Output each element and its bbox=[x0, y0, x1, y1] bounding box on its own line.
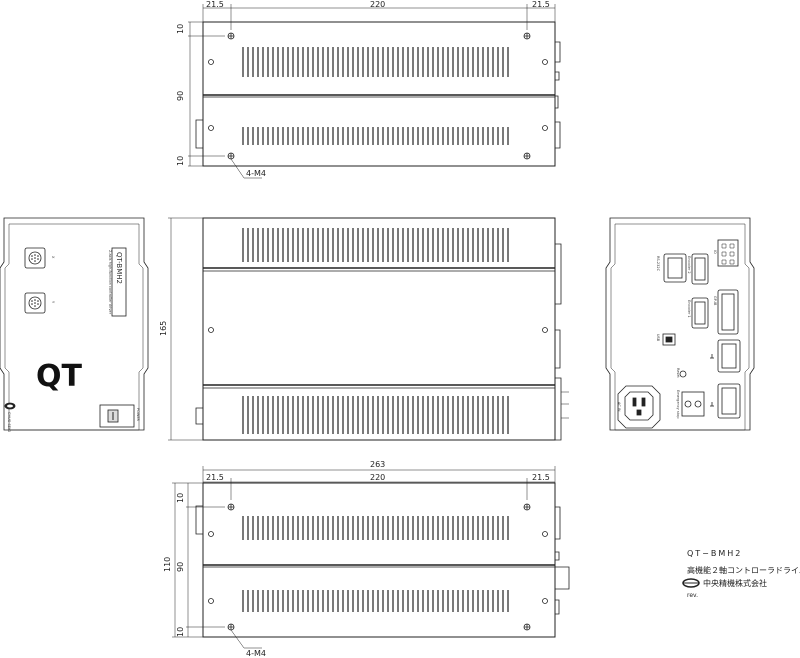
mounting-hole bbox=[523, 623, 531, 631]
top-vent-slots-lower bbox=[242, 127, 509, 145]
mounting-hole bbox=[227, 503, 235, 511]
reset-button bbox=[679, 370, 687, 378]
connector-pin bbox=[34, 254, 36, 256]
label-emergency-stop: Emergency stop bbox=[676, 390, 680, 419]
dim-top-left-offset: 21.5 bbox=[206, 0, 224, 9]
panel-screw bbox=[208, 59, 548, 131]
emergency-stop-terminal bbox=[681, 391, 705, 417]
connector-pin bbox=[31, 255, 33, 257]
dim-bottom-edge-top: 10 bbox=[176, 493, 185, 503]
mounting-hole bbox=[523, 503, 531, 511]
maker-mark-text: CHUO SEIKI bbox=[7, 412, 11, 432]
dim-bottom-right-offset: 21.5 bbox=[532, 473, 550, 482]
top-view bbox=[188, 4, 561, 179]
dim-top-right-offset: 21.5 bbox=[532, 0, 550, 9]
dim-bottom-left-offset: 21.5 bbox=[206, 473, 224, 482]
connector-pin bbox=[31, 303, 33, 305]
connector-pin bbox=[34, 302, 36, 304]
label-ac-in: AC IN bbox=[617, 402, 621, 412]
connector-y-label: Y bbox=[51, 301, 55, 304]
power-label: POWER bbox=[136, 408, 140, 422]
mounting-hole bbox=[523, 32, 531, 40]
dim-bottom-overall: 110 bbox=[163, 557, 172, 572]
connector-x-label: X bbox=[51, 256, 55, 259]
dim-bottom-middle: 90 bbox=[176, 562, 185, 572]
ground-mark bbox=[710, 354, 714, 407]
title-company: 中央精機株式会社 bbox=[703, 578, 767, 588]
qt-logo: QT bbox=[36, 359, 83, 394]
panel-screw bbox=[208, 531, 548, 604]
model-plate-caption: 2-axis high-function controller driver bbox=[108, 250, 112, 315]
gpib-connector bbox=[717, 289, 739, 335]
ac-inlet bbox=[617, 385, 661, 429]
title-revision: rev. bbox=[687, 592, 698, 599]
connector-pin bbox=[31, 258, 33, 260]
connector-pin bbox=[34, 257, 36, 259]
connector-pin bbox=[37, 303, 39, 305]
mounting-hole bbox=[227, 152, 235, 160]
dim-top-middle: 90 bbox=[176, 91, 185, 101]
label-rs232c: RS-232C bbox=[656, 256, 660, 272]
maker-mark-icon bbox=[4, 402, 16, 410]
callout-top-screw: 4-M4 bbox=[246, 169, 266, 178]
side-vent-slots-upper bbox=[242, 228, 509, 262]
company-logo-icon bbox=[682, 578, 700, 588]
dim-bottom-span: 220 bbox=[370, 473, 385, 482]
connector-pin bbox=[31, 300, 33, 302]
dsub-connector-b bbox=[717, 383, 741, 419]
dim-side-height: 165 bbox=[159, 321, 168, 336]
label-reset: Reset bbox=[676, 368, 680, 378]
dsub-connector-a bbox=[717, 339, 741, 373]
connector-y bbox=[24, 292, 46, 314]
top-vent-slots-upper bbox=[242, 47, 509, 77]
dim-bottom-total: 263 bbox=[370, 460, 385, 469]
connector-pin bbox=[34, 305, 36, 307]
connector-pin bbox=[37, 255, 39, 257]
label-encoder2: Encoder 2 bbox=[687, 256, 691, 274]
connector-pin bbox=[37, 300, 39, 302]
bottom-vent-slots-lower bbox=[242, 590, 509, 612]
callout-bottom-screw: 4-M4 bbox=[246, 649, 266, 658]
io-terminal bbox=[717, 239, 739, 267]
panel-screw bbox=[208, 327, 548, 333]
usb-connector bbox=[662, 333, 676, 346]
connector-pin bbox=[37, 258, 39, 260]
label-usb: USB bbox=[656, 334, 660, 342]
mounting-hole bbox=[227, 623, 235, 631]
rs232c-connector bbox=[663, 253, 687, 283]
title-description: 高機能２軸コントローラドライバ bbox=[687, 565, 800, 575]
dim-top-span: 220 bbox=[370, 0, 385, 9]
title-model: QT−BMH2 bbox=[687, 549, 742, 558]
dim-bottom-edge-bottom: 10 bbox=[176, 627, 185, 637]
connector-pin bbox=[34, 299, 36, 301]
dim-top-edge-bottom: 10 bbox=[176, 156, 185, 166]
connector-x bbox=[24, 247, 46, 269]
bottom-view bbox=[172, 466, 570, 649]
side-vent-slots-lower bbox=[242, 396, 509, 434]
label-gpib: GP-IB bbox=[713, 296, 717, 306]
encoder1-connector bbox=[691, 297, 709, 329]
dim-top-edge-top: 10 bbox=[176, 24, 185, 34]
model-plate-text: QT-BMH2 bbox=[115, 252, 123, 284]
side-view bbox=[168, 217, 569, 441]
encoder2-connector bbox=[691, 253, 709, 285]
label-io: IO bbox=[713, 250, 717, 254]
model-plate bbox=[111, 247, 127, 317]
front-panel-view bbox=[0, 217, 149, 431]
label-encoder1: Encoder 1 bbox=[687, 300, 691, 318]
power-switch bbox=[99, 404, 135, 428]
connector-pin bbox=[34, 260, 36, 262]
mounting-hole bbox=[227, 32, 235, 40]
rear-panel-view bbox=[605, 217, 755, 431]
mounting-hole bbox=[523, 152, 531, 160]
bottom-vent-slots-upper bbox=[242, 516, 509, 540]
